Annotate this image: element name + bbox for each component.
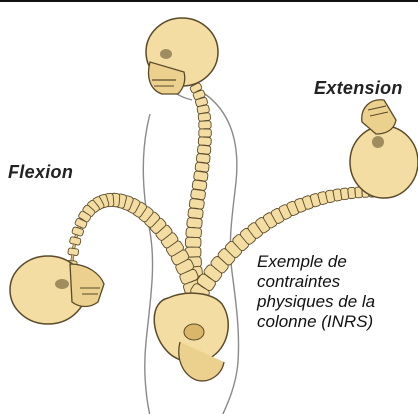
extension-label: Extension [314, 78, 403, 99]
caption-line-4: colonne (INRS) [257, 312, 375, 332]
vertebra [68, 248, 79, 256]
pelvis [154, 293, 228, 381]
caption: Exemple de contraintes physiques de la c… [257, 252, 375, 332]
caption-line-3: physiques de la [257, 292, 375, 312]
vertebra [199, 121, 212, 129]
vertebra [188, 208, 204, 219]
upright-skull [146, 18, 218, 94]
vertebra [197, 145, 211, 154]
vertebra-process [71, 255, 74, 261]
caption-line-1: Exemple de [257, 252, 375, 272]
caption-line-2: contraintes [257, 272, 375, 292]
vertebra [185, 237, 201, 247]
vertebra [198, 137, 211, 146]
extension-skull [350, 100, 418, 198]
vertebra [186, 227, 202, 238]
flexion-skull [10, 256, 104, 324]
flexion-label: Flexion [8, 162, 73, 183]
vertebra [196, 153, 210, 163]
vertebra [198, 113, 211, 122]
vertebra [199, 129, 212, 137]
vertebra [348, 187, 356, 199]
vertebra [187, 217, 203, 228]
